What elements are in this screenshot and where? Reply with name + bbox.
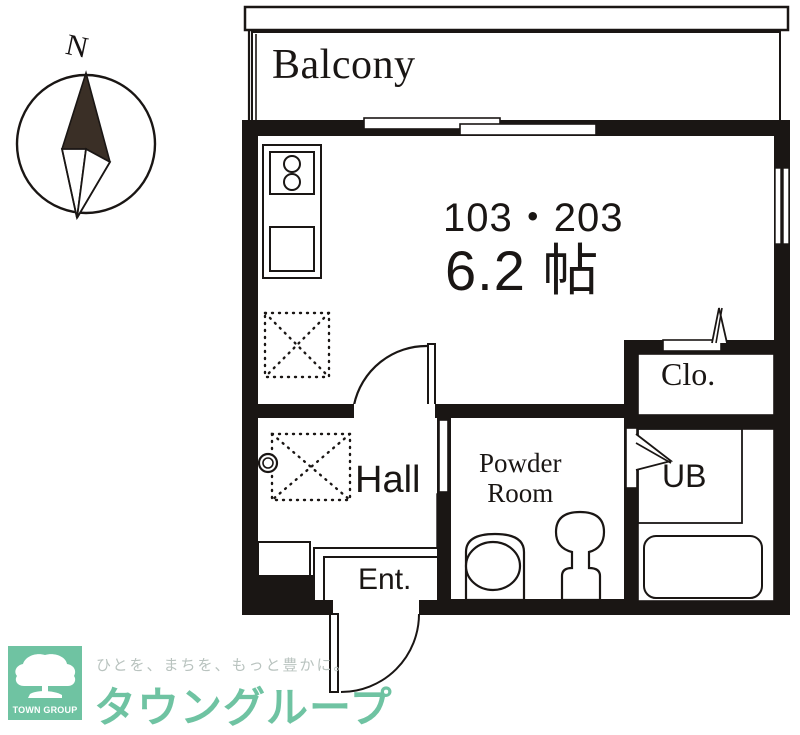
- hall-label: Hall: [355, 459, 421, 501]
- tree-icon: [15, 654, 76, 698]
- kitchen-unit: [262, 144, 322, 279]
- powder-room-area: [436, 418, 624, 602]
- powder-room-label: Powder Room: [479, 448, 562, 508]
- powder-room-label-line2: Room: [487, 478, 554, 509]
- folding-door-icon: [662, 307, 728, 352]
- kitchen-stove-icon: [269, 151, 315, 195]
- brand-tagline: ひとを、まちを、もっと豊かに。: [96, 657, 351, 674]
- unit-number-label: 103・203: [443, 196, 624, 240]
- town-group-mark-text: TOWN GROUP: [12, 705, 78, 715]
- unit-bath-area: [625, 427, 775, 602]
- shoe-cabinet-icon: [257, 541, 311, 577]
- toilet-icon: [554, 510, 606, 602]
- entrance-area: [313, 547, 439, 693]
- hall-area: [257, 432, 352, 577]
- hinged-door-icon: [329, 613, 420, 693]
- closet-area: [637, 307, 775, 416]
- sliding-door-icon: [436, 419, 449, 573]
- town-group-mark: TOWN GROUP: [8, 646, 82, 720]
- kitchen-sink-icon: [269, 226, 315, 272]
- balcony-area: [243, 5, 790, 124]
- compass-rose-icon: N: [14, 28, 164, 222]
- bathtub-icon: [643, 535, 763, 599]
- balcony-label: Balcony: [272, 42, 416, 88]
- washing-machine-icon: [464, 532, 526, 602]
- water-outlet-icon: [257, 452, 279, 474]
- window-icon: [774, 167, 790, 245]
- loft-storage-x-icon: [263, 311, 331, 379]
- unit-bath-label: UB: [662, 458, 707, 494]
- brand-name: タウングループ: [94, 684, 393, 731]
- loft-storage-x-icon: [270, 432, 352, 502]
- folding-door-icon: [625, 427, 674, 489]
- hinged-door-icon: [352, 343, 436, 418]
- brand-logo: TOWN GROUP ひとを、まちを、もっと豊かに。 タウングループ: [0, 640, 391, 731]
- entrance-label: Ent.: [358, 563, 412, 596]
- room-size-label: 6.2 帖: [445, 239, 600, 302]
- powder-room-label-line1: Powder: [479, 448, 562, 478]
- closet-label: Clo.: [661, 356, 716, 392]
- sliding-window-icon: [363, 117, 597, 136]
